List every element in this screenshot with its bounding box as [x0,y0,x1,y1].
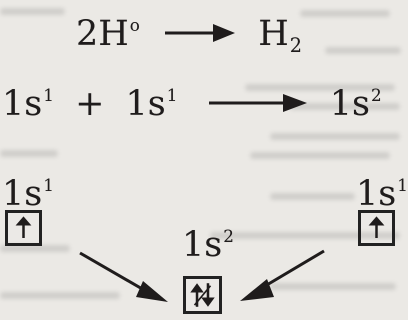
left-orbital-label: 1s1 [2,174,54,214]
right-arrow-icon [207,90,309,116]
first-orbital-superscript: 1 [43,84,54,105]
hydrogen-molecule-subscript: 2 [289,33,302,57]
second-orbital-superscript: 1 [166,84,178,105]
right-arrow-icon [163,20,237,46]
product-orbital-text: 1s [182,225,223,265]
hydrogen-atoms-superscript: o [129,14,140,35]
paired-orbital-box [183,276,222,314]
right-orbital-label: 1s1 [356,174,408,214]
hydrogen-atoms-text: 2H [76,14,129,54]
plus-sign: + [75,84,105,124]
hydrogen-molecule-equation: 2Ho H2 [76,14,302,57]
result-orbital-superscript: 2 [370,84,382,105]
right-orbital-box [358,210,395,246]
diagonal-arrow-icon [79,251,168,302]
product-orbital-label: 1s2 [182,225,234,265]
right-orbital-superscript: 1 [397,174,408,195]
left-orbital-box [5,210,42,246]
left-orbital-superscript: 1 [43,174,54,195]
result-orbital-text: 1s [329,84,370,124]
up-arrow-icon [15,216,32,238]
second-orbital-text: 1s [125,84,166,124]
right-orbital-text: 1s [356,174,397,214]
product-orbital-superscript: 2 [223,225,234,246]
diagonal-arrow-icon [240,249,325,301]
up-arrow-icon [368,216,385,238]
left-orbital-text: 1s [2,174,43,214]
first-orbital-text: 1s [2,84,43,124]
orbital-combination-equation: 1s1 + 1s1 1s2 [2,84,382,124]
hydrogen-molecule-text: H [258,14,289,54]
up-down-arrows-icon [190,283,215,307]
